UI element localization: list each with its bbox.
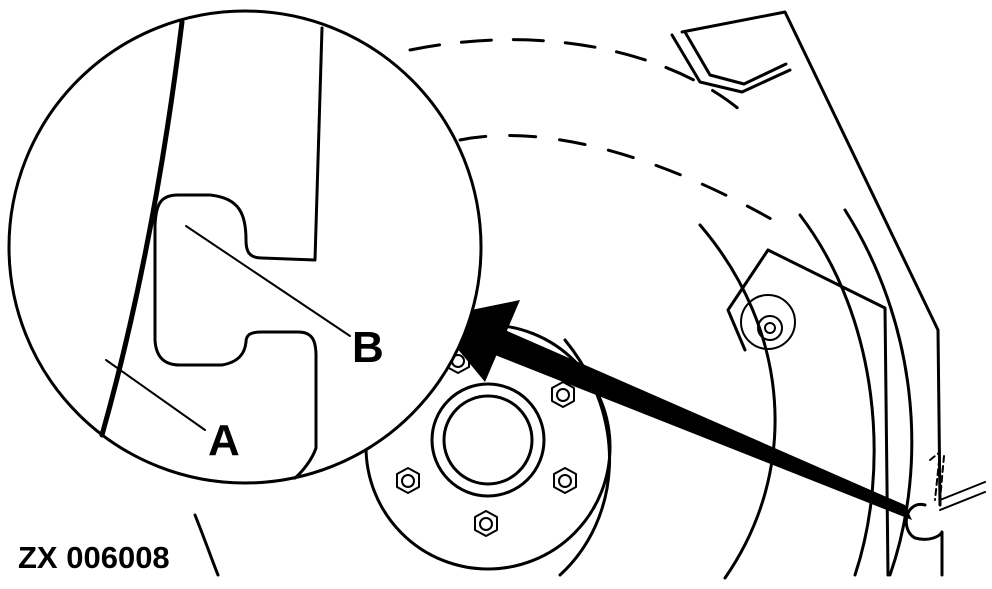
hub-bolt	[474, 510, 498, 537]
hub-center-inner	[442, 394, 534, 486]
bottom-left-arc	[193, 513, 220, 577]
rotor-arc-2	[798, 213, 876, 577]
leader-line-b	[185, 225, 351, 337]
leader-line-a	[105, 359, 206, 431]
figure-code: ZX 006008	[18, 540, 170, 575]
rotor-arc-1	[698, 223, 777, 580]
plate-bolt-washer	[740, 294, 796, 350]
magnifier-circle	[7, 9, 483, 485]
blade-edge	[99, 19, 185, 438]
plate-bolt	[757, 315, 783, 341]
label-b: B	[352, 323, 384, 372]
top-bracket	[670, 30, 792, 94]
edge-rod	[939, 481, 986, 511]
hub-bolt	[551, 381, 575, 408]
rotor-arc-3	[843, 208, 914, 577]
hub-center-outer	[430, 382, 546, 498]
detail-arrow	[432, 300, 912, 520]
housing-outline	[680, 10, 942, 507]
hub-bolt	[396, 467, 420, 494]
edge-clip	[904, 503, 944, 577]
detail-magnifier: B A	[7, 9, 483, 485]
edge-bracket	[929, 451, 945, 501]
hub-bolt	[553, 467, 577, 494]
label-a: A	[208, 416, 240, 465]
outer-dashed-arc	[408, 38, 742, 112]
arrow-shaft	[495, 330, 912, 520]
mounting-plate	[726, 248, 890, 577]
plate-bolt-center	[764, 322, 776, 334]
inner-dashed-arc	[458, 134, 792, 232]
slot-profile	[153, 26, 324, 480]
